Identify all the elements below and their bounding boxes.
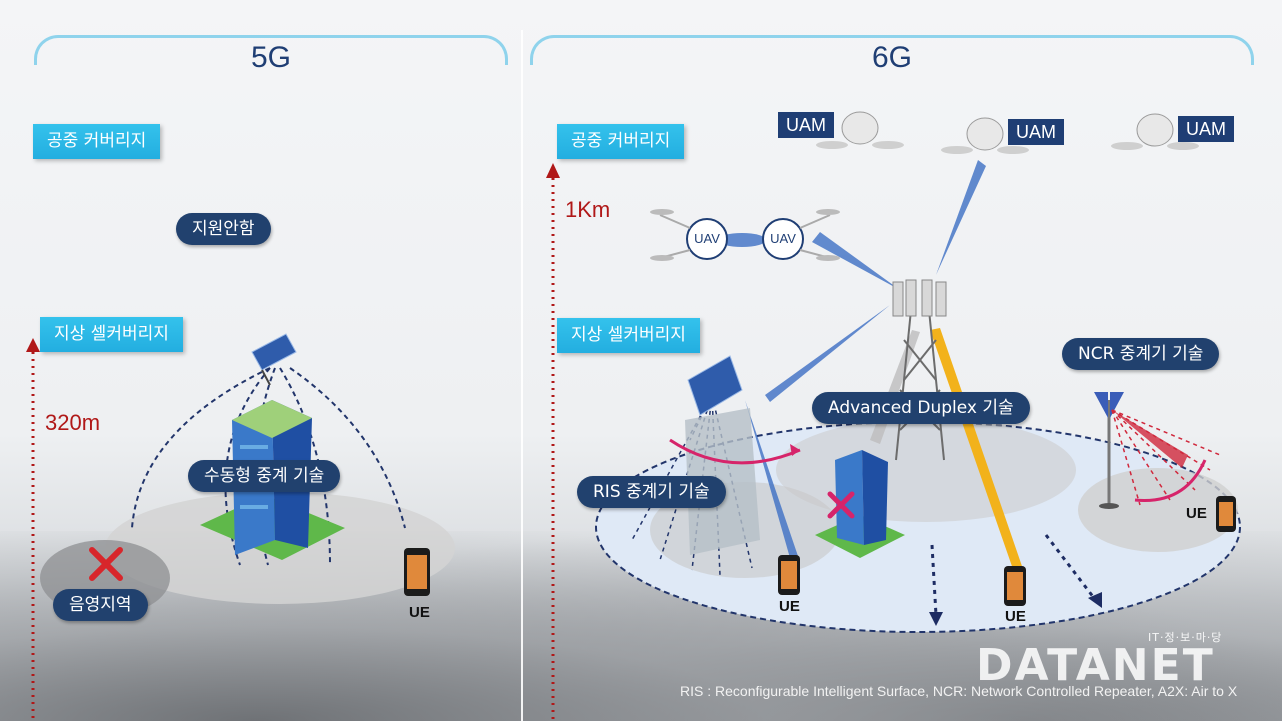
ncr-beam-solid [1112, 410, 1188, 468]
ground-arrows [930, 534, 1096, 616]
phone-icon-6g-3 [1216, 496, 1236, 532]
ris-rotation-arrow [669, 438, 801, 465]
ncr-repeater-icon [1094, 392, 1124, 509]
uav-label-2: UAV [770, 231, 796, 246]
altitude-arrow-head-6g [546, 163, 560, 178]
uam-icon-3 [1111, 113, 1199, 150]
tag-aerial-coverage-5g: 공중 커버리지 [33, 124, 161, 159]
tag-ground-coverage-6g: 지상 셀커버리지 [557, 318, 700, 353]
header-6g: 6G [530, 35, 1254, 79]
panel-6g: 6G [524, 0, 1282, 721]
uav-icon-2 [762, 209, 840, 261]
ground-arrowhead-1 [929, 612, 943, 626]
ncr-area [1078, 468, 1238, 552]
uam-icon-2 [941, 117, 1029, 154]
uam-icon-1 [816, 111, 904, 149]
logo-subtitle: IT·정·보·마·당 [1148, 631, 1223, 644]
ue-label-6g-2: UE [1005, 608, 1026, 625]
pill-advanced-duplex: Advanced Duplex 기술 [812, 392, 1030, 424]
tag-ground-coverage-5g: 지상 셀커버리지 [40, 317, 183, 352]
tag-aerial-coverage-6g: 공중 커버리지 [557, 124, 685, 159]
ue-label-5g: UE [409, 604, 430, 621]
tower-antennas [892, 279, 947, 317]
building-5g [200, 400, 345, 560]
pill-passive-repeater: 수동형 중계 기술 [188, 460, 341, 492]
uav-label-1: UAV [694, 231, 720, 246]
phone-icon-6g-1 [778, 555, 800, 595]
pill-ncr-repeater: NCR 중계기 기술 [1062, 338, 1220, 370]
ris-rotation-arrowhead [790, 444, 800, 456]
distance-6g: 1Km [565, 197, 611, 222]
pill-unsupported: 지원안함 [176, 213, 271, 245]
pill-ris-repeater: RIS 중계기 기술 [577, 476, 726, 508]
tower-beams-blue [745, 160, 986, 565]
no-coverage-x-icon [89, 547, 123, 581]
phone-icon-5g [404, 548, 430, 596]
uav-icon-1 [650, 209, 728, 261]
duplex-beam-yellow [930, 328, 1024, 575]
panel-title-6g: 6G [871, 41, 913, 74]
header-5g: 5G [34, 35, 508, 79]
uam-label-2: UAM [1008, 119, 1064, 145]
panel-divider [521, 30, 523, 721]
header-arc [34, 35, 508, 65]
building-6g [815, 450, 905, 558]
datanet-logo: DATANET [976, 640, 1231, 692]
ncr-rotation-arrow [1134, 459, 1207, 502]
panel-title-5g: 5G [250, 41, 292, 74]
footnote: RIS : Reconfigurable Intelligent Surface… [680, 683, 1238, 699]
uam-label-1: UAM [778, 112, 834, 138]
pill-shadow-zone: 음영지역 [53, 589, 148, 621]
header-arc [530, 35, 1254, 65]
phone-icon-6g-2 [1004, 566, 1026, 606]
uav-link-beam [718, 233, 766, 247]
ground-arrowhead-2 [1088, 592, 1102, 608]
logo-text: DATANET [976, 640, 1215, 691]
ue-label-6g-3: UE [1186, 505, 1207, 522]
panel-5g: 5G [0, 0, 522, 721]
uam-label-3: UAM [1178, 116, 1234, 142]
ue-label-6g-1: UE [779, 598, 800, 615]
blocked-x-icon [827, 491, 855, 519]
altitude-arrow-head-5g [26, 338, 40, 352]
passive-repeater-panel [251, 333, 297, 386]
distance-5g: 320m [45, 410, 101, 435]
